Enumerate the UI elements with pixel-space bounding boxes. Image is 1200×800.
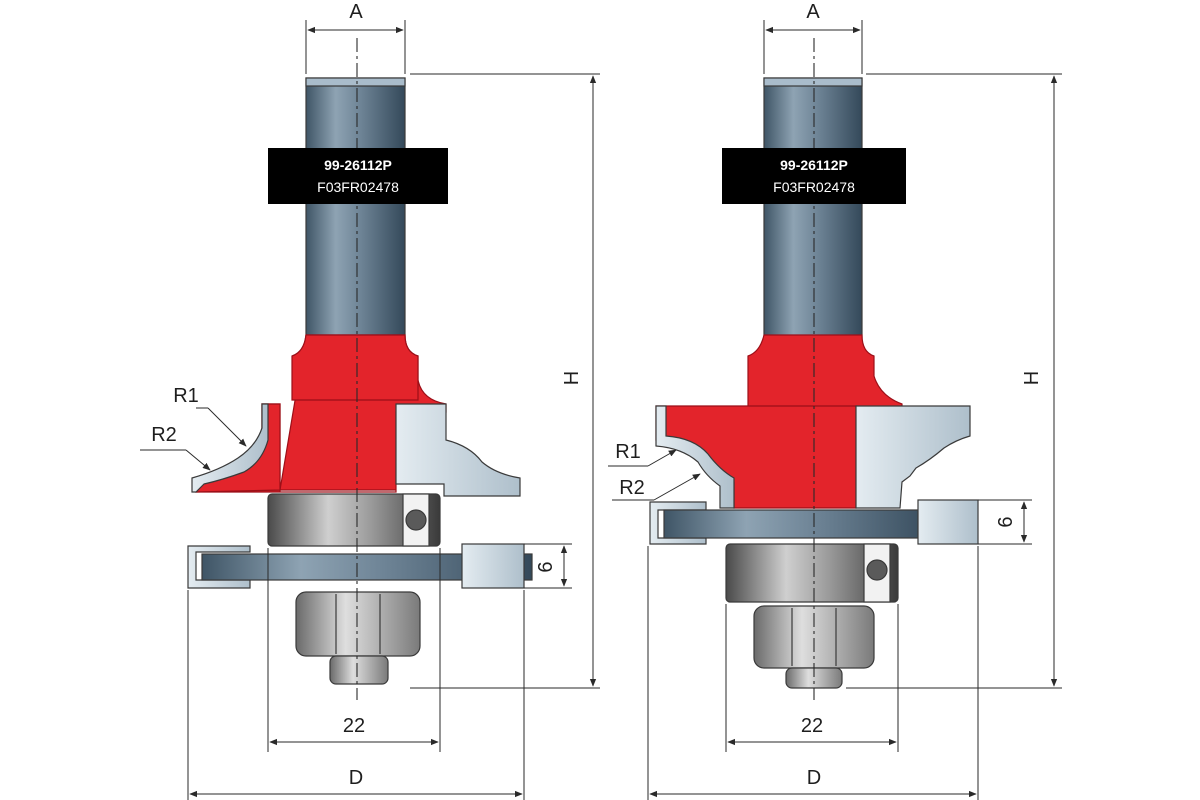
right-bearing — [725, 543, 899, 603]
right-dim-22-label: 22 — [801, 715, 823, 737]
right-slot-disc — [663, 509, 939, 539]
right-r1-label: R1 — [615, 441, 641, 463]
right-slot-cutter — [649, 501, 707, 545]
right-dim-h-label: H — [1021, 371, 1043, 385]
right-nut — [753, 605, 875, 689]
left-dim-6-label: 6 — [535, 561, 557, 572]
left-carbide-right — [395, 403, 521, 497]
right-router: 99-26112P F03FR02478 A H 6 22 D R1 — [608, 1, 1062, 800]
left-router: 99-26112P F03FR02478 A H 6 22 D R1 — [140, 1, 600, 800]
right-shank — [763, 77, 863, 341]
right-cutter-hub — [747, 334, 903, 413]
left-dim-22-label: 22 — [343, 715, 365, 737]
right-dim-6-label: 6 — [995, 516, 1017, 527]
left-dim-d-label: D — [349, 767, 363, 789]
right-tag-line1: 99-26112P — [780, 157, 848, 173]
right-carbide-left — [655, 405, 735, 509]
left-carbide-left-edge — [191, 403, 269, 493]
right-dim-a-label: A — [806, 1, 820, 23]
left-tag-line1: 99-26112P — [324, 157, 392, 173]
right-carbide-right — [855, 405, 971, 509]
left-slot-cutter — [187, 545, 251, 589]
right-r2-label: R2 — [619, 477, 645, 499]
left-dim-h-label: H — [561, 371, 583, 385]
right-tag-line2: F03FR02478 — [773, 179, 855, 195]
left-tag: 99-26112P F03FR02478 — [268, 148, 448, 204]
left-r2-label: R2 — [151, 424, 177, 446]
left-r1-label: R1 — [173, 385, 199, 407]
left-tag-line2: F03FR02478 — [317, 179, 399, 195]
left-shank — [305, 77, 406, 341]
right-slot-tip — [917, 499, 979, 545]
left-dim-a-label: A — [349, 1, 363, 23]
right-dim-d-label: D — [807, 767, 821, 789]
left-bearing — [267, 493, 441, 547]
right-cutter-body — [655, 405, 857, 509]
left-cutter-hub — [291, 334, 419, 401]
left-slot-tip — [461, 543, 525, 589]
left-nut — [295, 591, 421, 685]
right-tag: 99-26112P F03FR02478 — [722, 148, 906, 204]
